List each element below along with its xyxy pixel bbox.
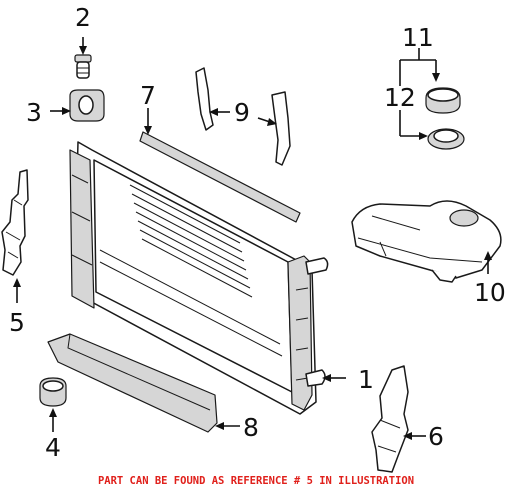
callout-12: 12: [384, 83, 416, 112]
callout-9: 9: [234, 98, 250, 127]
part-12-cap-seal: [427, 128, 465, 150]
part-8-lower-air-guide: [47, 333, 218, 433]
reference-note: PART CAN BE FOUND AS REFERENCE # 5 IN IL…: [98, 475, 414, 487]
callout-8: 8: [243, 413, 259, 442]
part-1-radiator: [69, 141, 329, 415]
part-9-air-guides: [195, 67, 291, 166]
callout-5: 5: [9, 308, 25, 337]
part-5-left-air-guide: [1, 169, 29, 276]
callout-4: 4: [45, 433, 61, 462]
callout-7: 7: [140, 81, 156, 110]
part-11-reservoir-cap: [425, 87, 461, 114]
part-4-rubber-mount: [39, 377, 67, 407]
callout-11: 11: [402, 23, 434, 52]
part-2-bolt: [74, 54, 92, 79]
callout-3: 3: [26, 98, 42, 127]
callout-6: 6: [428, 422, 444, 451]
part-6-right-air-guide: [371, 365, 409, 473]
callout-10: 10: [474, 278, 506, 307]
part-10-expansion-tank: [351, 200, 502, 283]
part-3-rubber-mount: [69, 89, 105, 122]
part-7-seal-strip: [139, 131, 301, 223]
leader-lines: [13, 37, 492, 440]
callout-2: 2: [75, 3, 91, 32]
callout-1: 1: [358, 365, 374, 394]
